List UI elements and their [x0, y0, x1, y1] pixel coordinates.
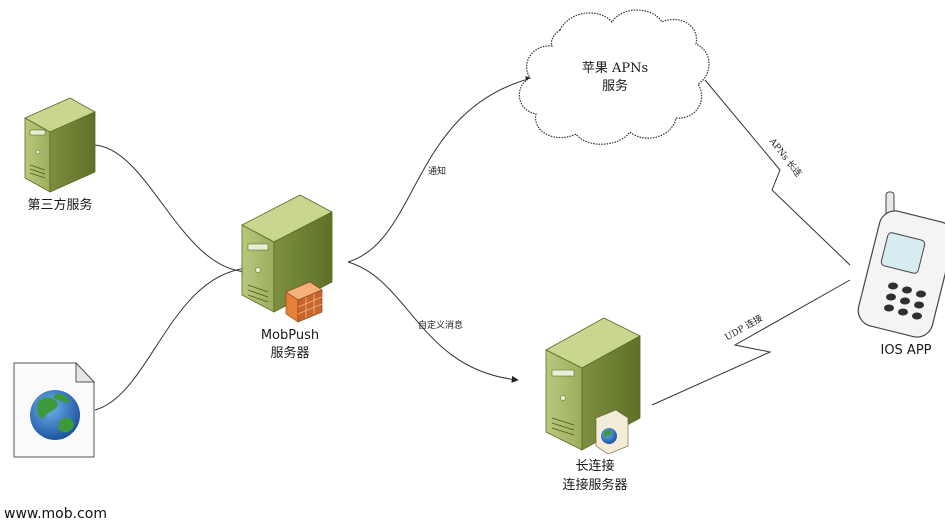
- third-party-label: 第三方服务: [27, 198, 93, 213]
- third-party-server-icon: [24, 97, 96, 193]
- web-doc-globe-icon: [595, 409, 629, 455]
- apns-label-line2: 服务: [601, 79, 628, 94]
- edge-apns-ios: [704, 79, 851, 266]
- mobpush-label-line2: 服务器: [270, 346, 310, 361]
- edge-thirdparty-mobpush: [94, 144, 249, 276]
- long-conn-label-line1: 长连接: [575, 459, 615, 474]
- ios-app-label: IOS APP: [880, 343, 932, 358]
- edge-label-custom-msg: 自定义消息: [418, 321, 464, 331]
- firewall-icon: [285, 281, 323, 323]
- long-connection-server-icon: [545, 317, 641, 455]
- edge-longconn-ios: [651, 279, 851, 406]
- web-document-icon: [13, 361, 96, 458]
- edge-mobpush-apns: [347, 76, 533, 263]
- phone-icon: [857, 191, 945, 338]
- mobpush-server-icon: [241, 194, 333, 323]
- long-conn-label-line2: 连接服务器: [562, 478, 628, 493]
- edge-web-mobpush: [94, 265, 249, 411]
- apns-label-line1: 苹果 APNs: [581, 61, 649, 76]
- footer-url: www.mob.com: [4, 506, 107, 522]
- mobpush-label-line1: MobPush: [260, 328, 320, 343]
- edge-mobpush-longconn: [347, 261, 519, 383]
- edge-label-notify: 通知: [428, 167, 447, 177]
- cloud-icon: [518, 9, 710, 145]
- apns-cloud-label: 苹果 APNs 服务: [555, 60, 675, 96]
